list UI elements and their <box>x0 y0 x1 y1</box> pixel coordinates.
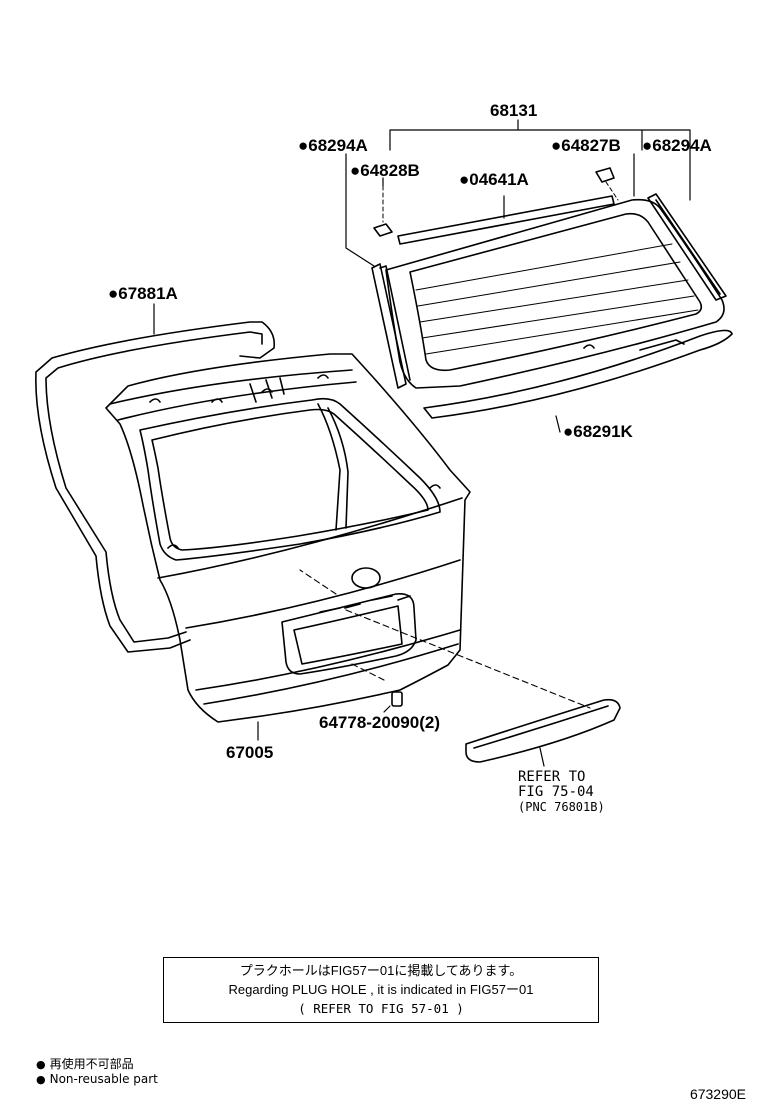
part-label-68131: 68131 <box>490 101 538 120</box>
left-side-moulding <box>371 263 411 389</box>
part-label-68294a-right: ●68294A <box>642 136 712 155</box>
refer-line-1: REFER TO <box>518 769 586 785</box>
weatherstrip-seal <box>35 321 276 653</box>
legend-jp-text: 再使用不可部品 <box>49 1057 134 1071</box>
part-label-64827b: ●64827B <box>551 136 621 155</box>
garnish-lamp <box>465 698 621 767</box>
leader-lines <box>153 119 691 335</box>
part-label-64828b: ●64828B <box>350 161 420 180</box>
part-label-68294a-left: ●68294A <box>298 136 368 155</box>
lower-moulding <box>423 329 733 433</box>
refer-line-3: (PNC 76801B) <box>518 800 605 814</box>
clip-64828b <box>373 185 393 237</box>
refer-line-2: FIG 75-04 <box>518 784 594 800</box>
back-door-panel <box>105 353 471 741</box>
legend-jp: ●再使用不可部品 <box>36 1055 134 1072</box>
right-side-moulding <box>647 193 727 301</box>
part-label-67005: 67005 <box>226 743 274 762</box>
legend-en-text: Non-reusable part <box>49 1072 158 1086</box>
part-label-67881a: ●67881A <box>108 284 178 303</box>
plug-hole <box>383 691 403 713</box>
note-line-refer: ( REFER TO FIG 57-01 ) <box>298 1001 464 1016</box>
top-moulding <box>397 195 615 245</box>
refer-callout: REFER TO FIG 75-04 (PNC 76801B) <box>518 770 605 815</box>
part-label-68291k: ●68291K <box>563 422 633 441</box>
clip-64827b <box>595 167 619 201</box>
part-label-04641a: ●04641A <box>459 170 529 189</box>
legend-en: ●Non-reusable part <box>36 1072 158 1086</box>
legend-bullet-icon: ● <box>36 1058 46 1071</box>
note-line-jp: プラクホールはFIG57ー01に掲載してあります。 <box>239 963 523 978</box>
note-line-en: Regarding PLUG HOLE , it is indicated in… <box>228 982 534 997</box>
figure-code: 673290E <box>689 1086 746 1102</box>
part-label-64778: 64778-20090(2) <box>319 713 440 732</box>
dashed-guides <box>299 569 591 709</box>
legend-bullet-icon: ● <box>36 1073 46 1086</box>
plug-hole-note: プラクホールはFIG57ー01に掲載してあります。 Regarding PLUG… <box>163 957 599 1023</box>
